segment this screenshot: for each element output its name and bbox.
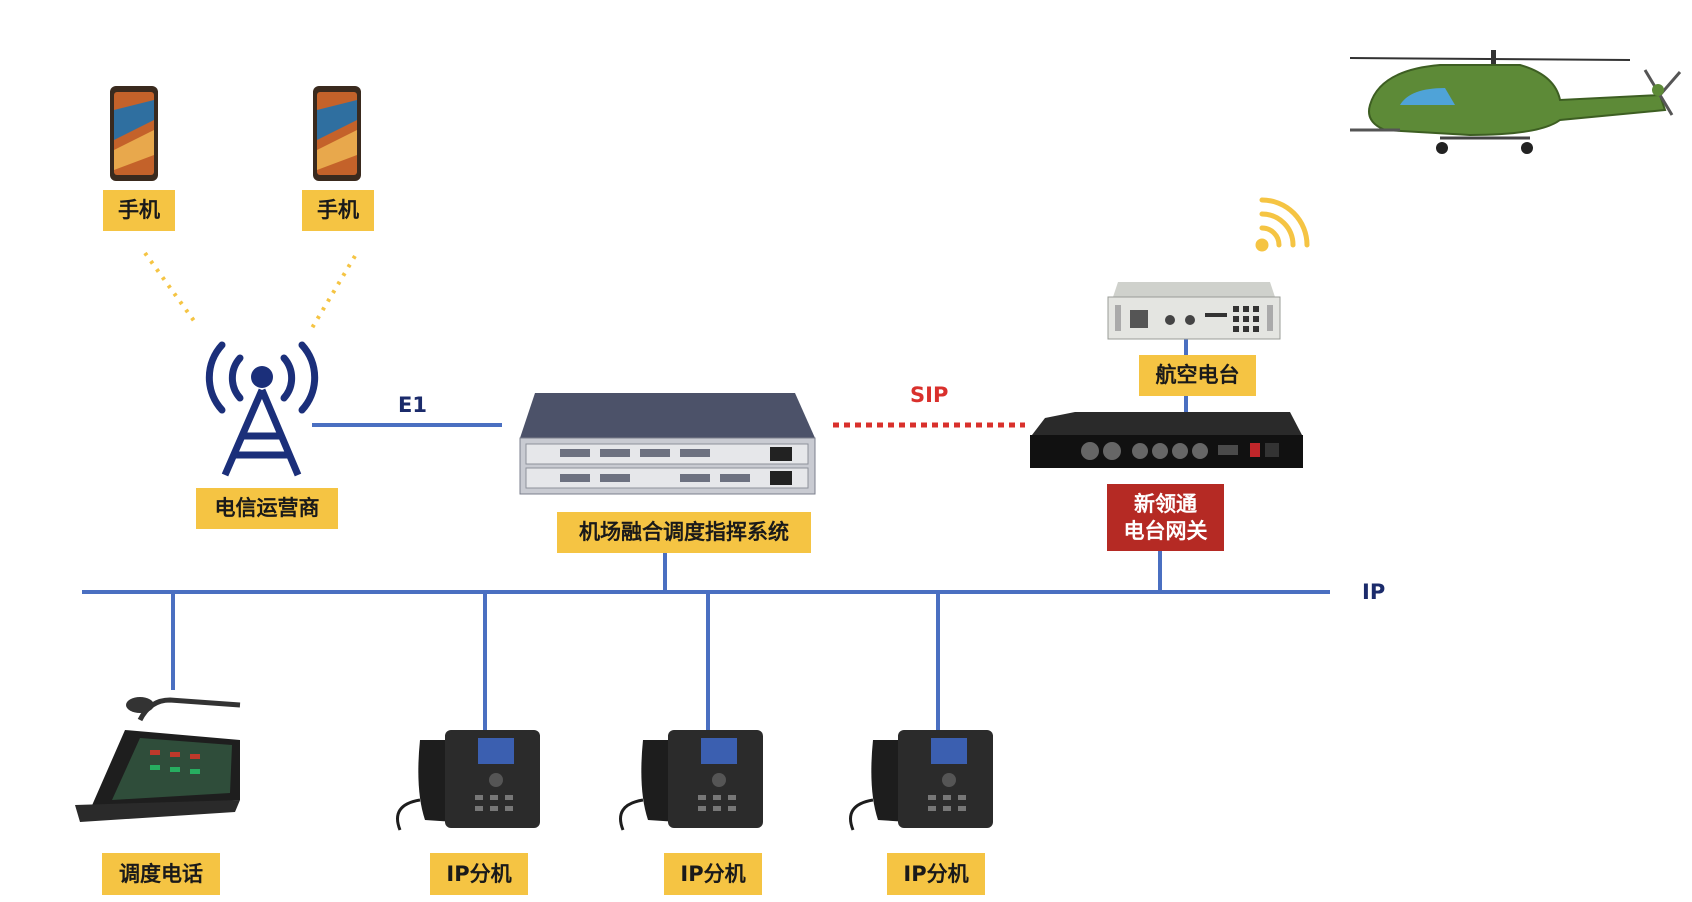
radio-transceiver-icon bbox=[1107, 282, 1281, 340]
ip-extension-1-label: IP分机 bbox=[430, 853, 528, 895]
gateway-label-line1: 新领通 bbox=[1134, 492, 1197, 517]
rack-server-icon bbox=[519, 393, 816, 495]
sip-link-label: SIP bbox=[910, 383, 949, 407]
smartphone-icon bbox=[313, 86, 361, 181]
aviation-radio-label: 航空电台 bbox=[1139, 355, 1256, 396]
carrier-label: 电信运营商 bbox=[196, 488, 338, 529]
dispatch-system-label: 机场融合调度指挥系统 bbox=[557, 512, 811, 553]
dispatch-phone-label: 调度电话 bbox=[102, 853, 220, 895]
helicopter-icon bbox=[1349, 50, 1682, 154]
smartphone-icon bbox=[110, 86, 158, 181]
gateway-label: 新领通 电台网关 bbox=[1107, 484, 1224, 551]
wifi-signal-icon bbox=[1255, 197, 1310, 252]
cell-tower-icon bbox=[205, 341, 319, 477]
ip-phone-icon bbox=[849, 730, 993, 831]
wireless-link-lines bbox=[143, 251, 357, 330]
ip-extension-2-label: IP分机 bbox=[664, 853, 762, 895]
e1-link-label: E1 bbox=[398, 393, 427, 417]
dispatch-console-icon bbox=[75, 697, 241, 822]
phone-right-label: 手机 bbox=[302, 190, 374, 231]
gateway-label-line2: 电台网关 bbox=[1123, 518, 1208, 543]
radio-gateway-icon bbox=[1030, 412, 1303, 468]
ip-link-label: IP bbox=[1362, 580, 1386, 604]
ip-phone-icon bbox=[396, 730, 540, 831]
ip-phone-icon bbox=[619, 730, 763, 831]
ip-extension-3-label: IP分机 bbox=[887, 853, 985, 895]
phone-left-label: 手机 bbox=[103, 190, 175, 231]
